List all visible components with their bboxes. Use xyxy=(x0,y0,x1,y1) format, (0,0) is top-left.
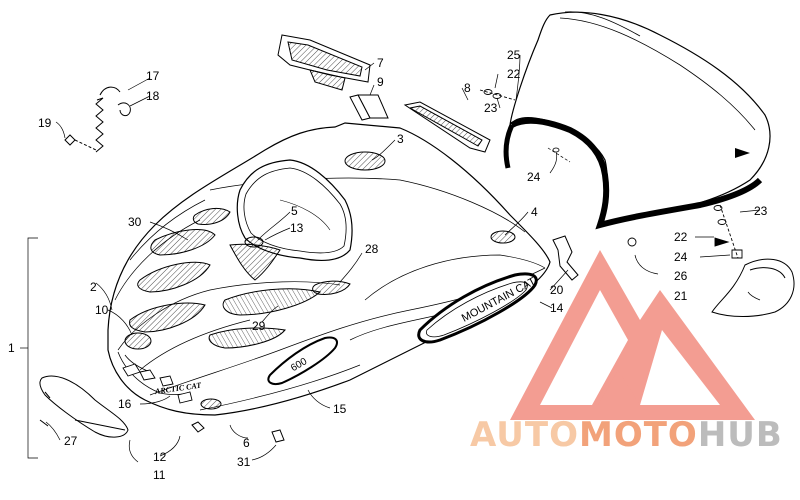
callout-14: 14 xyxy=(550,301,564,315)
callout-18: 18 xyxy=(146,89,160,103)
watermark-hub: HUB xyxy=(697,415,783,455)
hood-vents xyxy=(124,151,516,410)
callout-24b: 24 xyxy=(674,250,688,264)
callout-20: 20 xyxy=(550,283,564,297)
callout-23b: 23 xyxy=(754,204,768,218)
callout-17: 17 xyxy=(146,69,160,83)
callout-21: 21 xyxy=(674,289,688,303)
watermark-text: AUTOMOTOHUB xyxy=(470,415,783,455)
callout-28: 28 xyxy=(365,242,379,256)
callout-11: 11 xyxy=(153,468,166,482)
hood-fittings xyxy=(122,363,193,404)
front-bumper xyxy=(39,375,129,438)
callout-9: 9 xyxy=(377,75,384,89)
callout-15: 15 xyxy=(333,402,347,416)
hood-latch xyxy=(64,86,131,153)
bracket xyxy=(552,235,579,281)
watermark-moto: MOTO xyxy=(578,415,698,455)
callout-2: 2 xyxy=(90,280,97,294)
callout-10: 10 xyxy=(95,303,109,317)
callout-6: 6 xyxy=(243,436,250,450)
callout-3: 3 xyxy=(397,132,404,146)
watermark-logo xyxy=(510,250,755,420)
windshield xyxy=(503,11,771,230)
callout-27: 27 xyxy=(64,434,78,448)
callout-24: 24 xyxy=(527,170,541,184)
windshield-hardware xyxy=(479,89,743,259)
callout-16: 16 xyxy=(118,397,132,411)
callout-31: 31 xyxy=(237,455,251,469)
callout-22: 22 xyxy=(507,67,521,81)
callout-30: 30 xyxy=(128,215,142,229)
callout-13: 13 xyxy=(290,221,304,235)
callout-1: 1 xyxy=(8,341,15,355)
fasteners xyxy=(191,421,285,443)
callout-26: 26 xyxy=(674,269,688,283)
callout-5: 5 xyxy=(291,204,298,218)
callout-labels: 1 2 3 4 5 6 7 8 9 10 11 12 13 14 15 16 1… xyxy=(8,48,768,482)
callout-23: 23 xyxy=(484,101,498,115)
deflector xyxy=(711,258,795,317)
front-decal: 600 xyxy=(267,336,338,385)
callout-29: 29 xyxy=(252,319,266,333)
callout-8: 8 xyxy=(464,81,471,95)
side-strip-decal xyxy=(403,101,491,153)
callout-22b: 22 xyxy=(674,230,688,244)
leader-lines xyxy=(20,54,761,463)
callout-12: 12 xyxy=(153,450,167,464)
callout-19: 19 xyxy=(38,116,52,130)
callout-25: 25 xyxy=(507,48,521,62)
top-stripe-decal xyxy=(277,34,389,121)
callout-7: 7 xyxy=(377,56,384,70)
callout-4: 4 xyxy=(531,205,538,219)
watermark-auto: AUTO xyxy=(470,415,579,455)
